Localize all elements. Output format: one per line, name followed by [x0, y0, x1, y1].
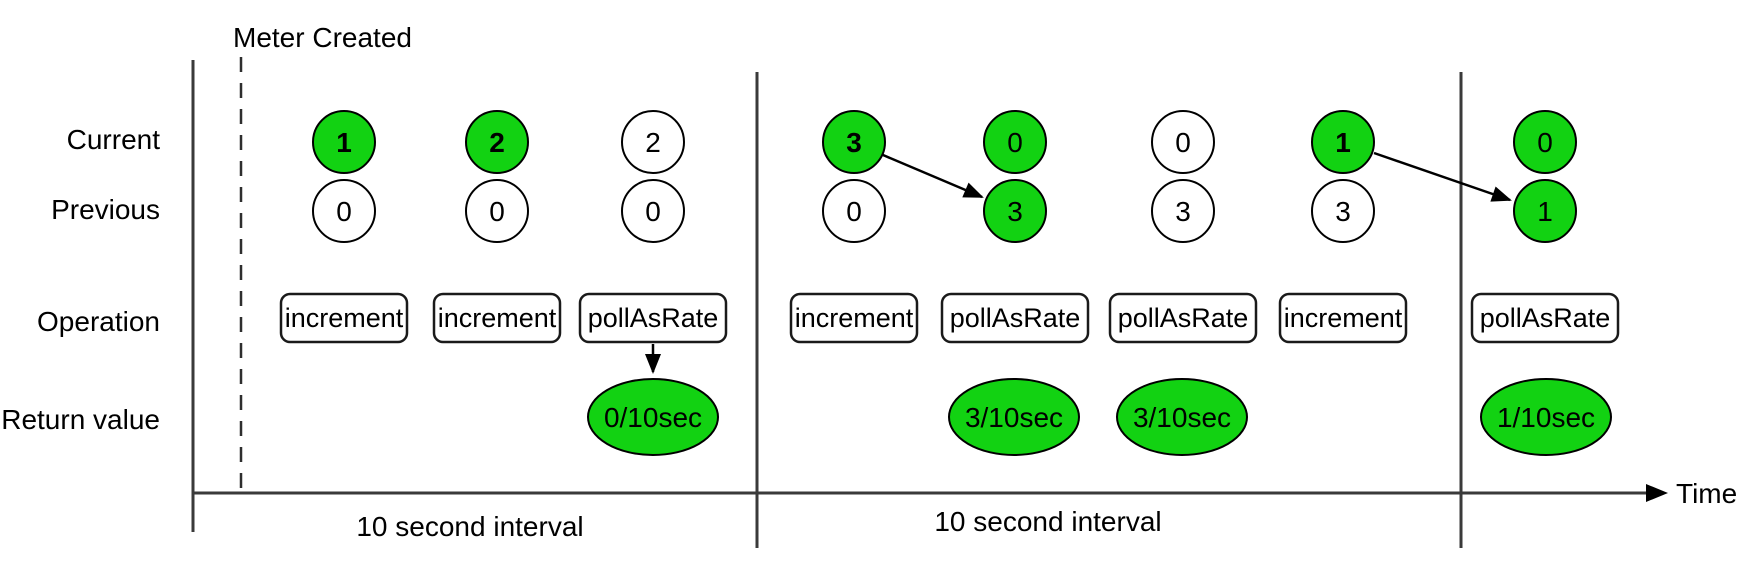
previous-circle-col7 [1311, 179, 1375, 243]
row-label-previous: Previous [51, 194, 160, 225]
current-value-col3: 2 [645, 127, 661, 158]
return-value-col3: 0/10sec [604, 402, 702, 433]
return-value-col6: 3/10sec [1133, 402, 1231, 433]
previous-circle-col3 [621, 179, 685, 243]
carry-arrow-col4-to-col5 [882, 153, 984, 199]
operation-label-col2: increment [438, 303, 557, 333]
operation-label-col1: increment [285, 303, 404, 333]
previous-value-col4: 0 [846, 196, 862, 227]
row-label-operation: Operation [37, 306, 160, 337]
current-circle-col4 [822, 110, 886, 174]
current-value-col8: 0 [1537, 127, 1553, 158]
operation-box-col4 [789, 292, 919, 344]
current-value-col5: 0 [1007, 127, 1023, 158]
operation-label-col5: pollAsRate [950, 303, 1081, 333]
operation-box-col2 [432, 292, 562, 344]
operation-box-col8 [1470, 292, 1620, 344]
return-value-col8: 1/10sec [1497, 402, 1595, 433]
previous-value-col6: 3 [1175, 196, 1191, 227]
previous-value-col8: 1 [1537, 196, 1553, 227]
return-ellipse-col6 [1116, 378, 1248, 456]
operation-label-col8: pollAsRate [1480, 303, 1611, 333]
return-ellipse-col8 [1480, 378, 1612, 456]
current-value-col4: 3 [846, 127, 862, 158]
previous-circle-col5 [983, 179, 1047, 243]
previous-value-col7: 3 [1335, 196, 1351, 227]
operation-box-col1 [279, 292, 409, 344]
operation-label-col4: increment [795, 303, 914, 333]
column-8: 0 1 pollAsRate 1/10sec [1470, 110, 1620, 456]
interval-1-label: 10 second interval [356, 511, 583, 542]
interval-2-label: 10 second interval [934, 506, 1161, 537]
previous-circle-col4 [822, 179, 886, 243]
row-label-return-value: Return value [1, 404, 160, 435]
previous-circle-col6 [1151, 179, 1215, 243]
column-5: 0 3 pollAsRate 3/10sec [940, 110, 1090, 456]
return-ellipse-col3 [587, 378, 719, 456]
previous-value-col1: 0 [336, 196, 352, 227]
carry-arrow-col7-to-col8 [1373, 151, 1512, 202]
current-value-col6: 0 [1175, 127, 1191, 158]
current-circle-col8 [1513, 110, 1577, 174]
current-circle-col2 [465, 110, 529, 174]
operation-box-col6 [1108, 292, 1258, 344]
operation-label-col3: pollAsRate [588, 303, 719, 333]
time-axis-arrowhead-icon [1646, 484, 1668, 502]
current-circle-col1 [312, 110, 376, 174]
current-circle-col7 [1311, 110, 1375, 174]
meter-created-label: Meter Created [233, 22, 412, 53]
previous-value-col5: 3 [1007, 196, 1023, 227]
column-7: 1 3 increment [1278, 110, 1408, 344]
operation-label-col7: increment [1284, 303, 1403, 333]
current-value-col7: 1 [1335, 127, 1351, 158]
operation-box-col5 [940, 292, 1090, 344]
previous-value-col3: 0 [645, 196, 661, 227]
column-1: 1 0 increment [279, 110, 409, 344]
column-6: 0 3 pollAsRate 3/10sec [1108, 110, 1258, 456]
return-ellipse-col5 [948, 378, 1080, 456]
time-axis-label: Time [1676, 478, 1737, 509]
current-circle-col5 [983, 110, 1047, 174]
operation-box-col7 [1278, 292, 1408, 344]
current-value-col2: 2 [489, 127, 505, 158]
previous-circle-col1 [312, 179, 376, 243]
column-4: 3 0 increment [789, 110, 919, 344]
previous-circle-col8 [1513, 179, 1577, 243]
current-value-col1: 1 [336, 127, 352, 158]
current-circle-col6 [1151, 110, 1215, 174]
row-label-current: Current [67, 124, 161, 155]
column-3: 2 0 pollAsRate 0/10sec [578, 110, 728, 456]
operation-box-col3 [578, 292, 728, 344]
previous-circle-col2 [465, 179, 529, 243]
previous-value-col2: 0 [489, 196, 505, 227]
operation-label-col6: pollAsRate [1118, 303, 1249, 333]
return-value-col5: 3/10sec [965, 402, 1063, 433]
column-2: 2 0 increment [432, 110, 562, 344]
current-circle-col3 [621, 110, 685, 174]
